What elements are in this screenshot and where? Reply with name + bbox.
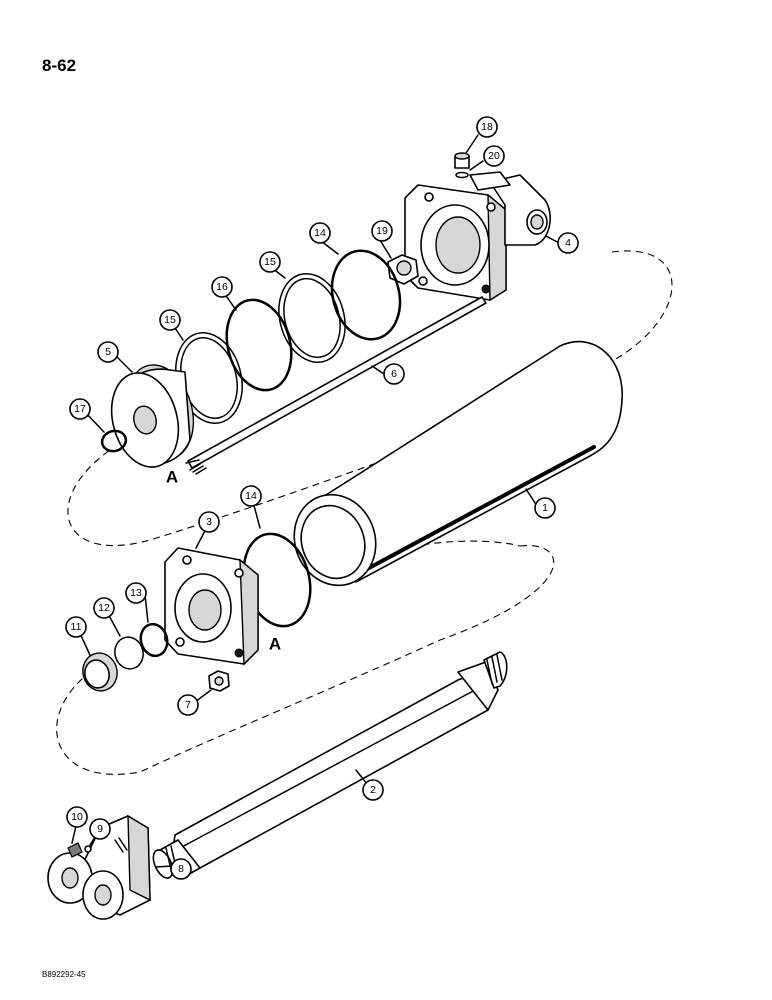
part-1-cylinder-tube: [293, 340, 623, 587]
svg-text:6: 6: [391, 368, 397, 380]
callout-9: 9: [89, 818, 111, 840]
callout-2: 2: [362, 779, 384, 801]
svg-text:15: 15: [164, 314, 176, 326]
svg-text:10: 10: [71, 811, 83, 823]
callout-18: 19: [371, 220, 393, 242]
callout-1: 1: [534, 497, 556, 519]
callout-14-upper: 14: [309, 222, 331, 244]
part-13-seal: [139, 622, 169, 658]
callout-3: 3: [198, 511, 220, 533]
callout-7: 7: [177, 694, 199, 716]
callout-5: 5: [97, 341, 119, 363]
part-5-piston: [110, 364, 195, 468]
part-2-piston-rod: [152, 651, 508, 879]
svg-text:7: 7: [185, 699, 191, 711]
svg-text:2: 2: [370, 784, 376, 796]
svg-text:17: 17: [74, 403, 86, 415]
svg-text:9: 9: [97, 823, 103, 835]
dashed-outline-lower: [56, 540, 555, 775]
callout-20: 20: [483, 145, 505, 167]
svg-text:15: 15: [264, 256, 276, 268]
svg-text:8: 8: [178, 863, 184, 875]
reference-letter-a-top: A: [166, 468, 178, 487]
svg-text:4: 4: [565, 237, 571, 249]
callout-16: 16: [211, 276, 233, 298]
part-4-rear-head: [404, 171, 551, 302]
svg-text:5: 5: [105, 346, 111, 358]
svg-text:18: 18: [481, 121, 493, 133]
svg-text:16: 16: [216, 281, 228, 293]
svg-text:11: 11: [71, 621, 82, 633]
part-8-rod-clevis: [47, 814, 151, 920]
figure-code: B892292-45: [42, 970, 86, 979]
part-3-front-head: [164, 547, 259, 666]
callout-12: 12: [93, 597, 115, 619]
part-20-o-ring: [455, 171, 469, 179]
callout-6: 6: [383, 363, 405, 385]
svg-text:14: 14: [314, 227, 326, 239]
callouts: 18 20 4 19 14 15 16 15 5 6 17 1 14 3 13 …: [65, 116, 579, 880]
part-15-backup-ring-upper: [278, 273, 346, 363]
svg-text:13: 13: [130, 587, 142, 599]
reference-letter-a-bottom: A: [269, 635, 281, 654]
callout-11: 11: [65, 616, 87, 638]
callout-15-upper: 15: [259, 251, 281, 273]
svg-text:3: 3: [206, 516, 212, 528]
page-number: 8-62: [42, 56, 76, 75]
part-14-o-ring-upper: [330, 249, 402, 341]
callout-15-lower: 15: [159, 309, 181, 331]
part-11-wiper: [82, 652, 118, 692]
part-12-ring: [114, 636, 144, 670]
callout-8: 8: [170, 858, 192, 880]
part-17-ring: [100, 429, 128, 453]
svg-text:14: 14: [245, 490, 257, 502]
svg-text:20: 20: [488, 150, 500, 162]
callout-4: 4: [557, 232, 579, 254]
part-10-set-screw: [67, 842, 83, 858]
part-6-tie-rod: [187, 296, 487, 475]
part-7-nut: [208, 670, 230, 692]
callout-17: 17: [69, 398, 91, 420]
part-19-fitting: [454, 152, 470, 169]
callout-13: 13: [125, 582, 147, 604]
part-9-ball: [84, 845, 92, 853]
callout-10: 10: [66, 806, 88, 828]
svg-text:19: 19: [376, 225, 388, 237]
svg-text:1: 1: [542, 502, 548, 514]
svg-text:12: 12: [98, 602, 110, 614]
callout-14-lower: 14: [240, 485, 262, 507]
callout-19: 18: [476, 116, 498, 138]
part-16-seal: [225, 298, 293, 392]
